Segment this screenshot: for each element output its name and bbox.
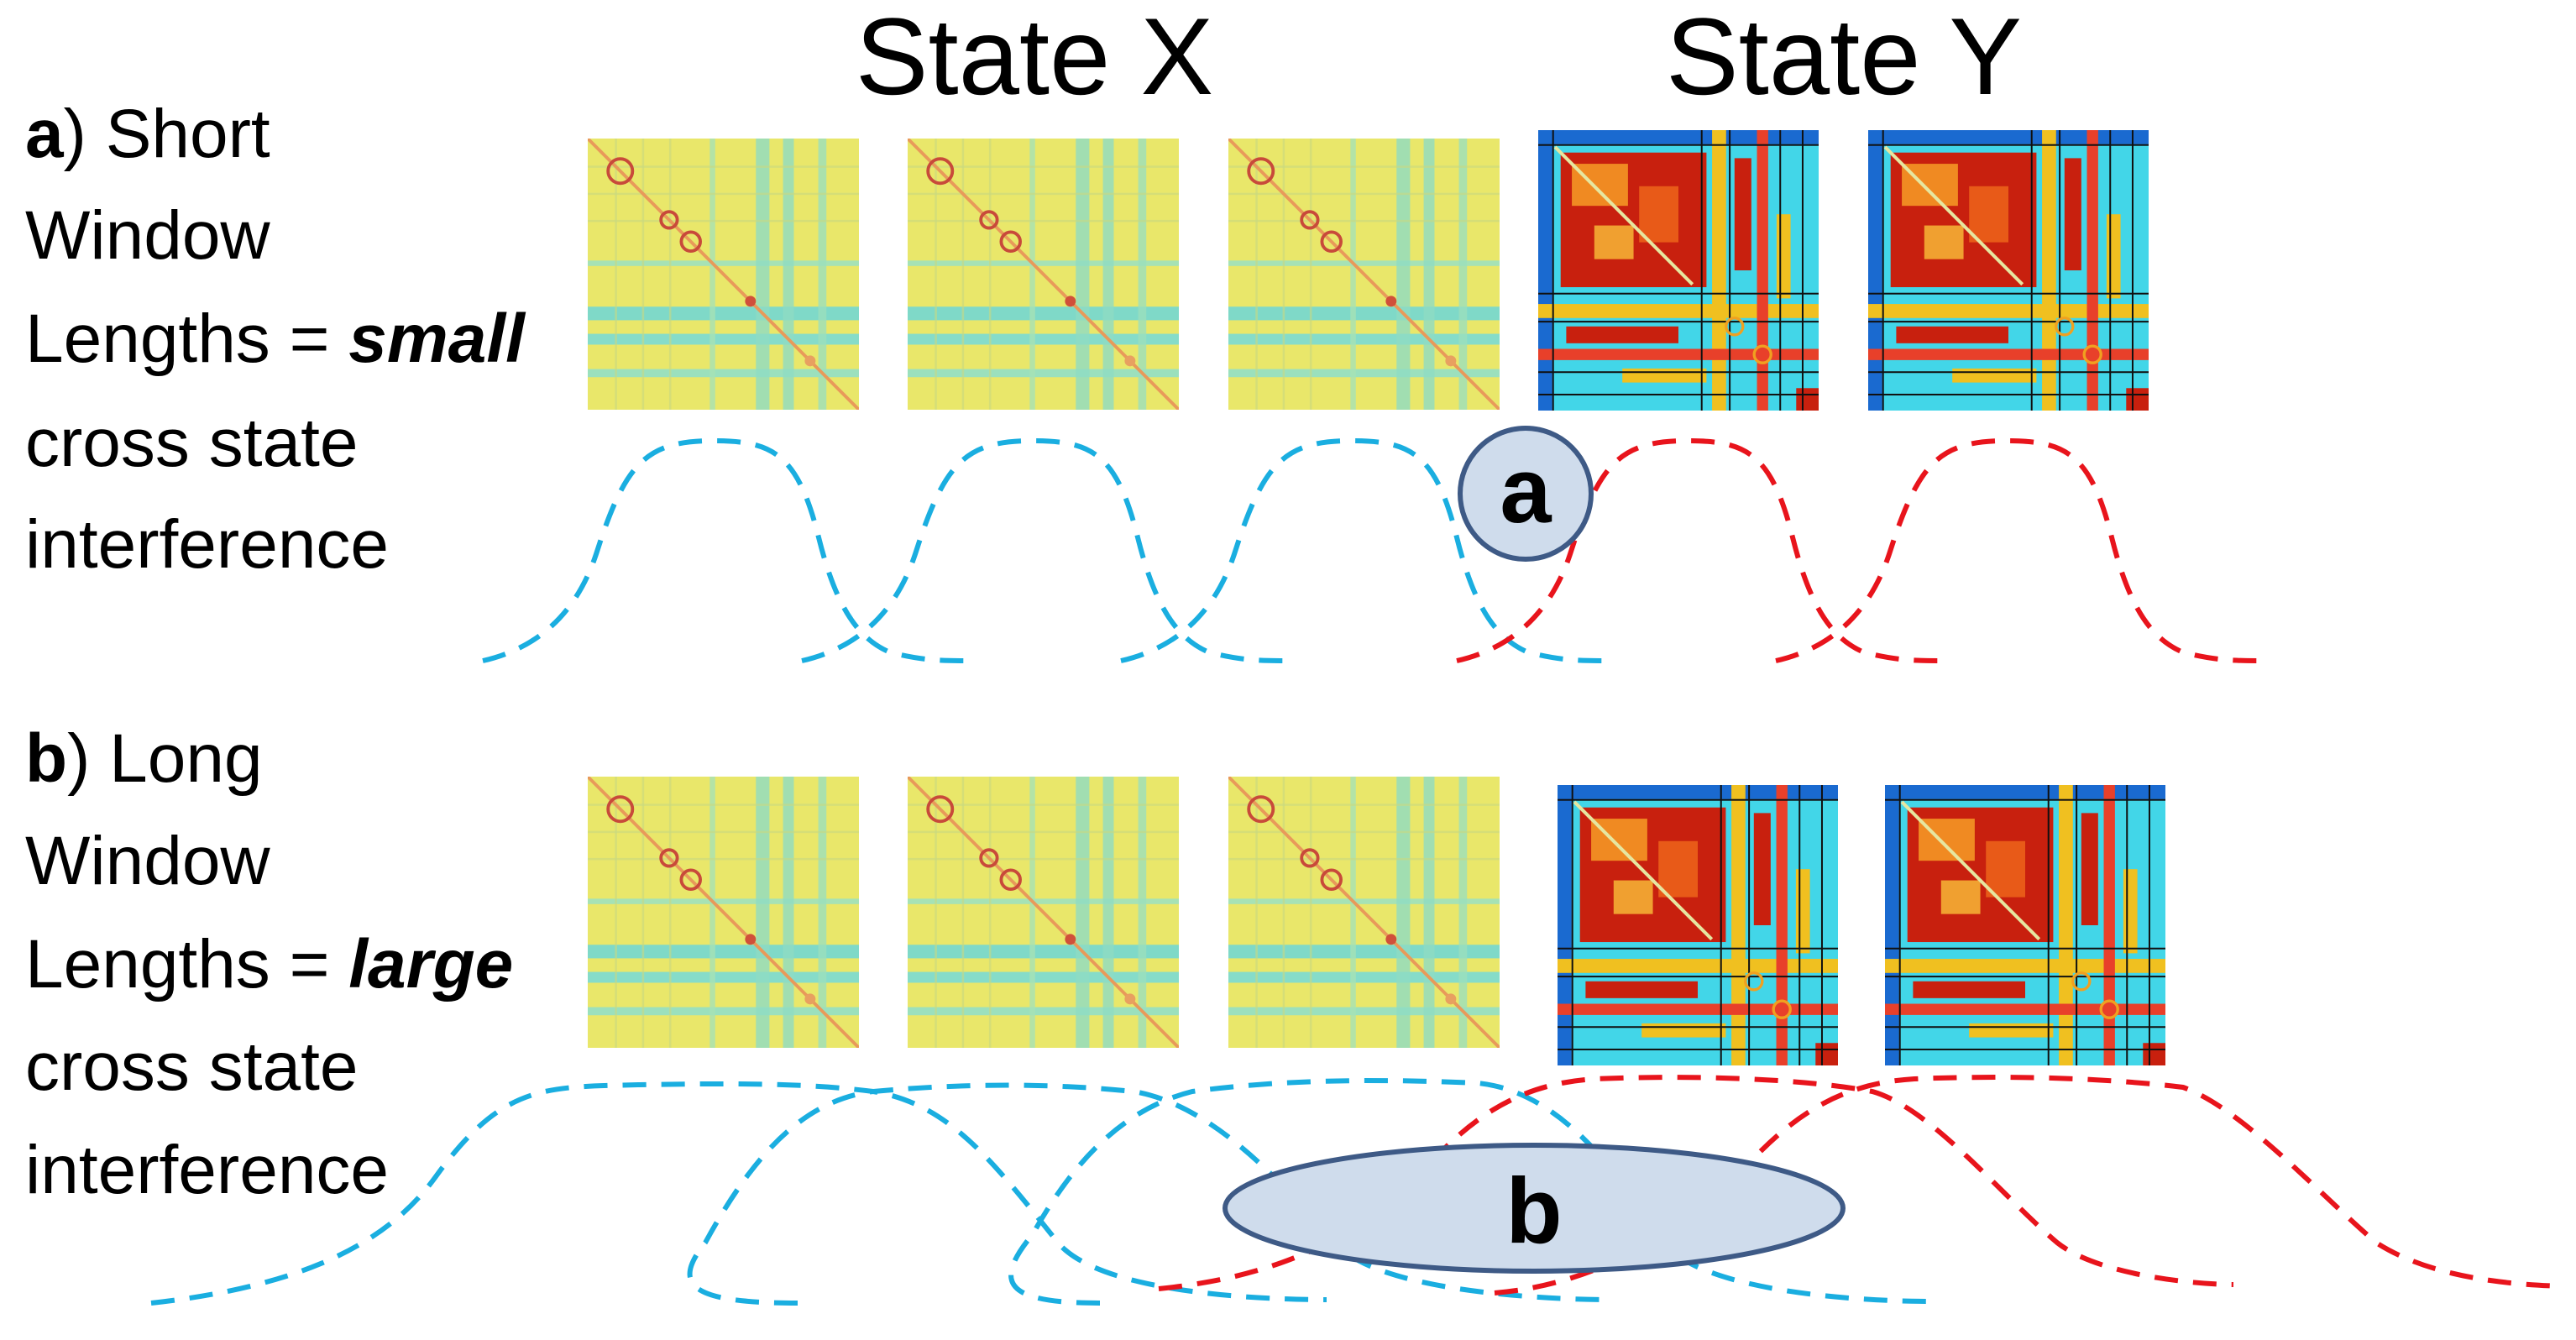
marker-a-circle <box>1458 426 1594 562</box>
panel-a-tag: a <box>25 96 65 172</box>
panel-b-line-4: cross state <box>25 1029 358 1105</box>
matrix-b-2 <box>908 777 1179 1048</box>
panel-a-windows <box>482 437 2268 663</box>
window-b-1 <box>150 1081 1327 1306</box>
marker-a-label: a <box>1500 439 1552 542</box>
window-a-2 <box>801 437 1294 663</box>
panel-a-matrices <box>588 130 2149 411</box>
matrix-a-3 <box>1228 139 1500 410</box>
marker-b-label: b <box>1505 1159 1562 1263</box>
marker-a: a <box>1458 426 1594 562</box>
panel-a-line-3: Lengths = small <box>25 301 526 377</box>
matrix-a-1 <box>588 139 859 410</box>
panel-b-line-5: interference <box>25 1132 389 1208</box>
matrix-a-5 <box>1868 130 2149 411</box>
window-a-5 <box>1775 437 2268 663</box>
panel-b-emphasis: large <box>348 926 513 1002</box>
panel-a-line-2: Window <box>25 197 270 274</box>
panel-a-label: a) Short Window Lengths = small cross st… <box>25 96 526 583</box>
matrix-b-1 <box>588 777 859 1048</box>
matrix-a-2 <box>908 139 1179 410</box>
marker-b: b <box>1223 1143 1846 1274</box>
state-x-header: State X <box>856 0 1213 118</box>
window-b-3 <box>1008 1078 1932 1306</box>
panel-b-line-1: b) Long <box>25 720 263 797</box>
matrix-b-3 <box>1228 777 1500 1048</box>
panel-b-matrices <box>588 777 2165 1065</box>
matrix-b-4 <box>1558 785 1838 1065</box>
matrix-b-5 <box>1885 785 2165 1065</box>
marker-b-ellipse <box>1223 1143 1846 1274</box>
panel-a-emphasis: small <box>348 301 526 377</box>
window-b-2 <box>687 1082 1613 1306</box>
panel-b-line-3: Lengths = large <box>25 926 513 1002</box>
window-a-1 <box>482 437 975 663</box>
panel-b-label: b) Long Window Lengths = large cross sta… <box>25 720 513 1208</box>
panel-a-line-1: a) Short <box>25 96 270 172</box>
panel-b-line-2: Window <box>25 823 270 899</box>
state-y-header: State Y <box>1666 0 2022 118</box>
matrix-a-4 <box>1538 130 1819 411</box>
window-a-4 <box>1456 437 1949 663</box>
window-a-3 <box>1120 437 1613 663</box>
window-b-5 <box>1494 1075 2562 1296</box>
panel-a-line-4: cross state <box>25 405 358 481</box>
panel-b-tag: b <box>25 720 67 797</box>
panel-a-line-5: interference <box>25 506 389 583</box>
